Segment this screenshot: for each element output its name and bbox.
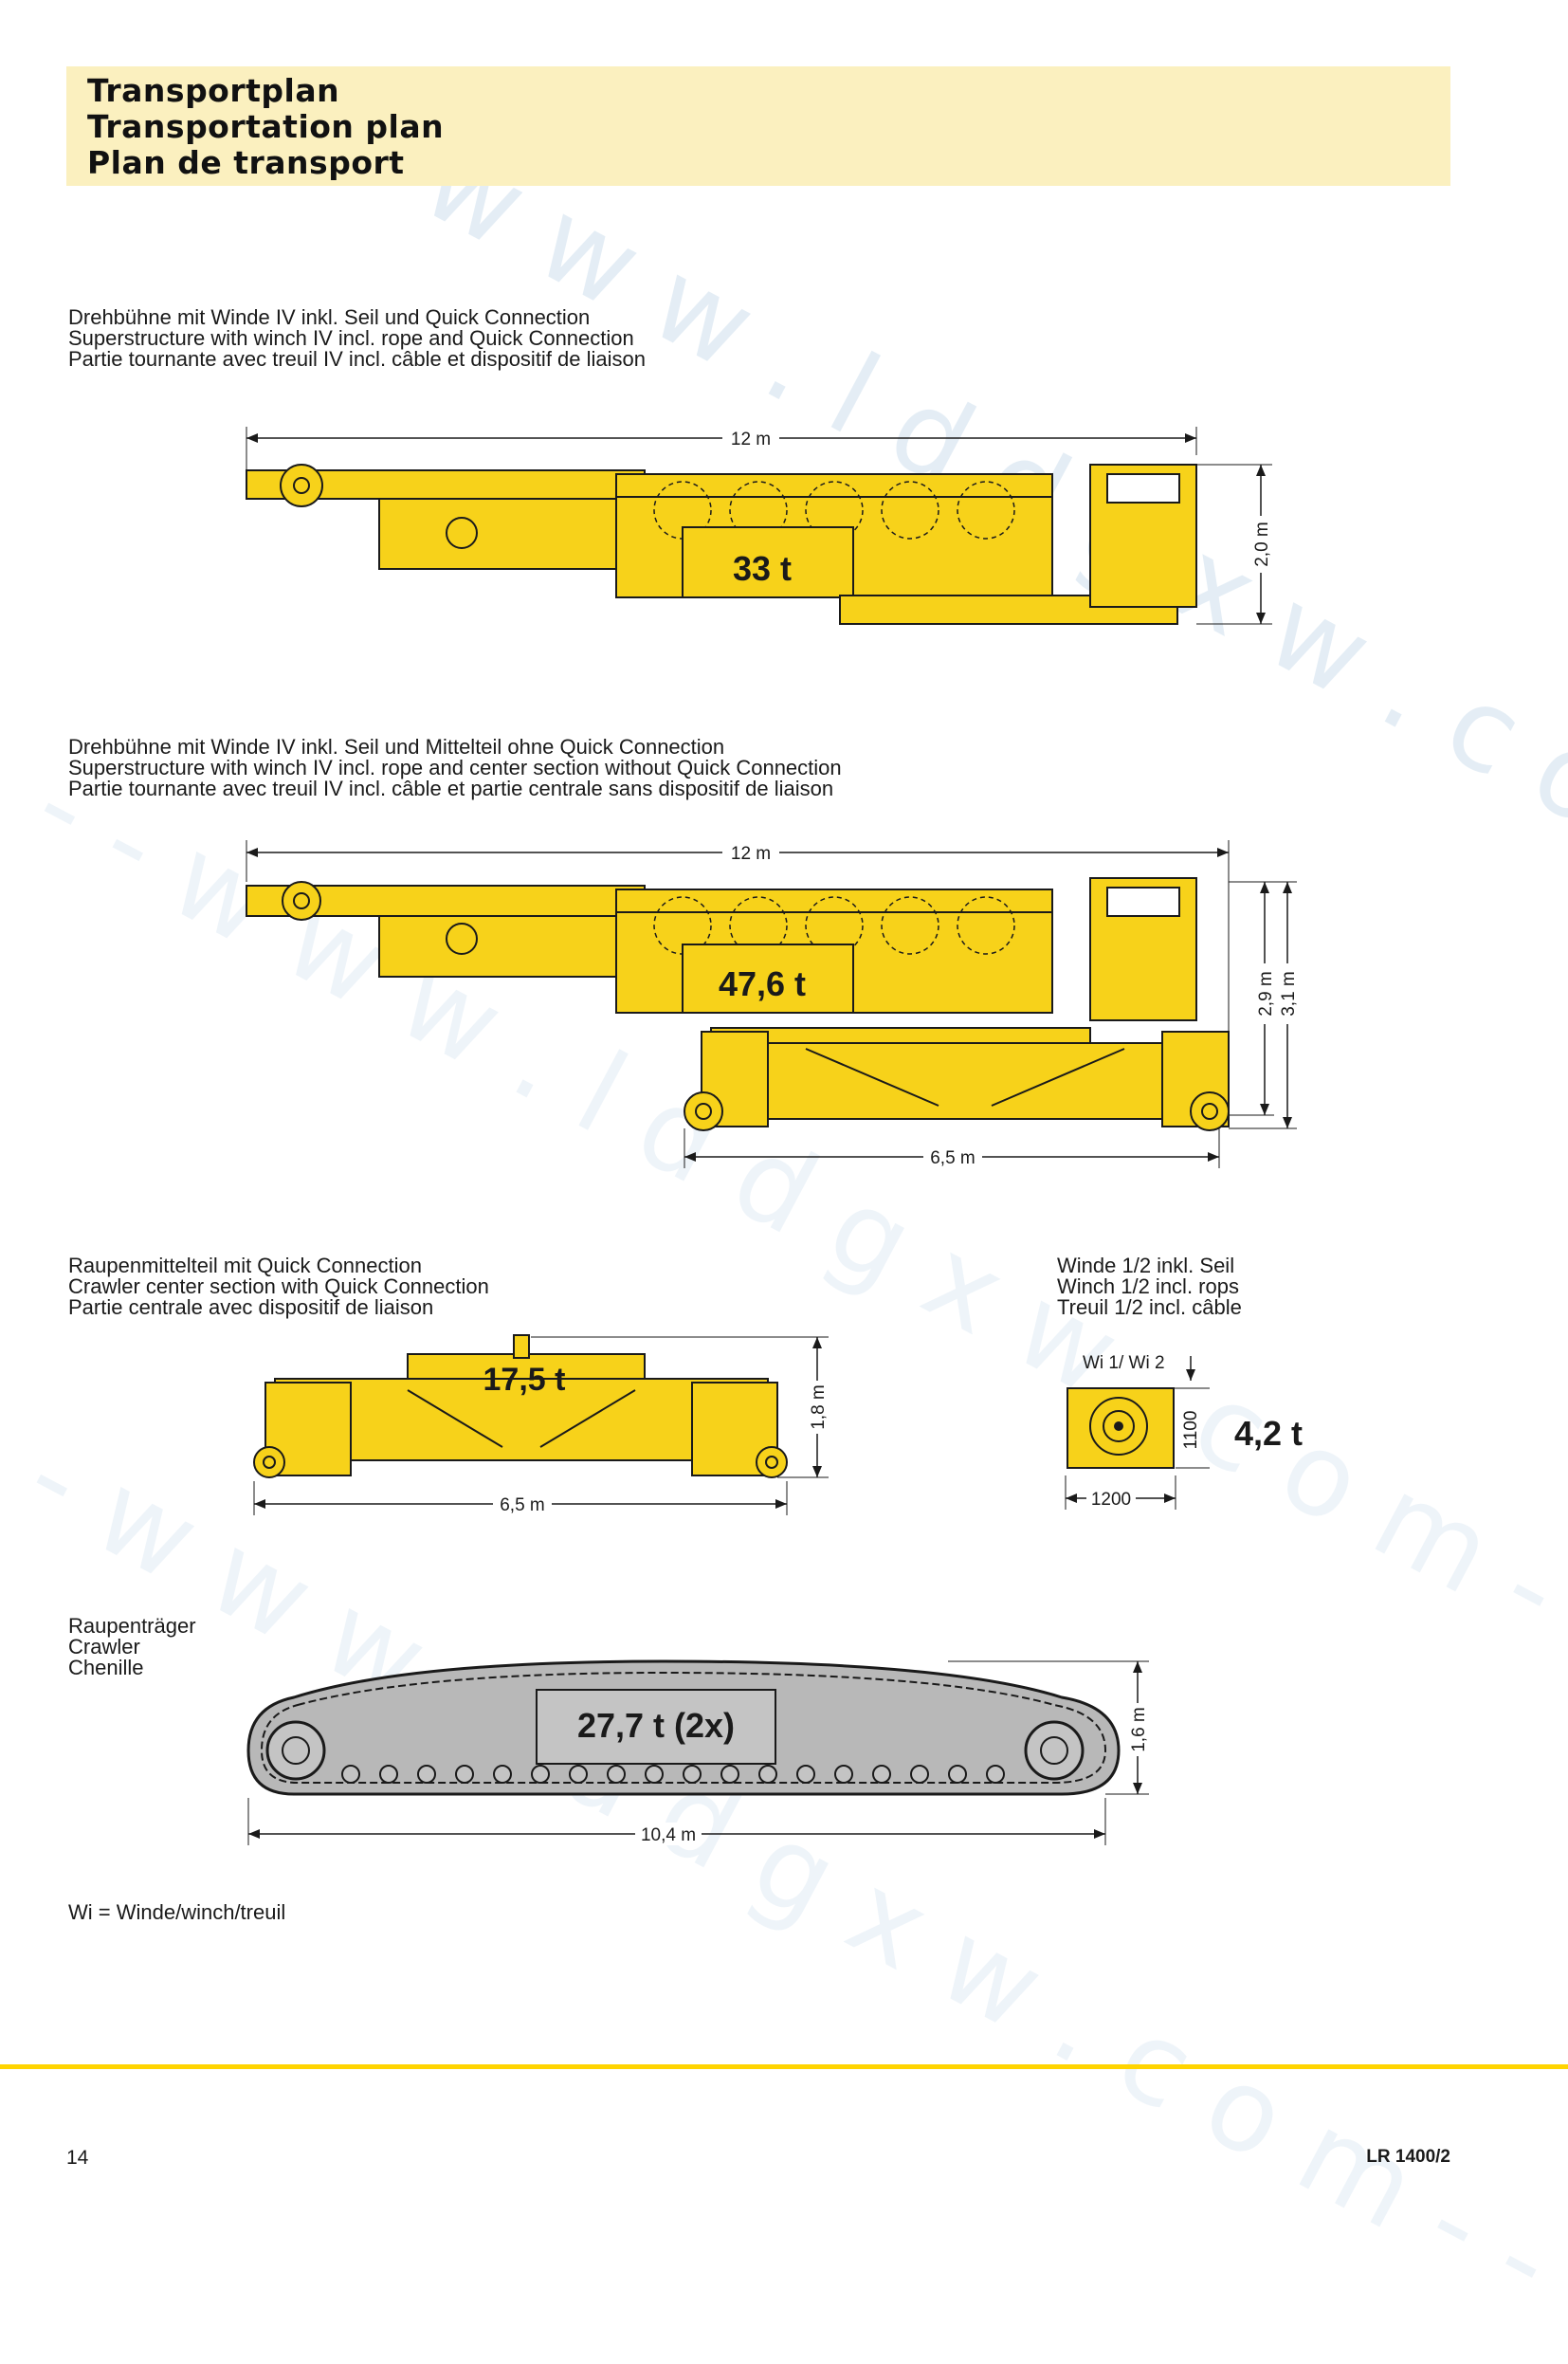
- caption-crawler: Raupenträger Crawler Chenille: [68, 1614, 196, 1679]
- caption-winch: Winde 1/2 inkl. Seil Winch 1/2 incl. rop…: [1057, 1254, 1242, 1319]
- superstructure-center-drawing: 12 m 47,6 t 6,5 m 2,9 m 3,1 m: [246, 840, 1299, 1168]
- dim-height: 1,6 m: [1129, 1707, 1149, 1752]
- dim-length: 10,4 m: [641, 1825, 696, 1845]
- weight-label: 33 t: [733, 549, 792, 588]
- title-de: Transportplan: [87, 72, 340, 109]
- weight-label: 47,6 t: [719, 964, 806, 1003]
- dim-height-inner: 2,9 m: [1256, 971, 1276, 1017]
- caption-superstructure-qc: Drehbühne mit Winde IV inkl. Seil und Qu…: [68, 305, 646, 371]
- winch-weight: 4,2 t: [1234, 1414, 1303, 1453]
- caption-crawler-center: Raupenmittelteil mit Quick Connection Cr…: [68, 1254, 489, 1319]
- crawler-drawing: 27,7 t (2x) 10,4 m 1,6 m: [246, 1659, 1149, 1845]
- title-fr: Plan de transport: [87, 144, 405, 181]
- header-band: Transportplan Transportation plan Plan d…: [66, 66, 1450, 186]
- dim-winch-width: 1200: [1091, 1490, 1131, 1510]
- caption-superstructure-center: Drehbühne mit Winde IV inkl. Seil und Mi…: [68, 735, 842, 800]
- dim-winch-height: 1100: [1181, 1411, 1201, 1450]
- dim-height: 2,0 m: [1252, 522, 1272, 567]
- superstructure-qc-drawing: 12 m 33 t 2,0 m: [246, 427, 1272, 625]
- footer-rule: [0, 2064, 1568, 2069]
- winch-label: Wi 1/ Wi 2: [1083, 1353, 1165, 1373]
- dim-width: 6,5 m: [500, 1495, 545, 1515]
- crawler-center-drawing: 17,5 t 6,5 m 1,8 m Wi 1/ Wi 2 1200 1100 …: [253, 1334, 1303, 1515]
- abbreviation-note: Wi = Winde/winch/treuil: [68, 1900, 286, 1924]
- model-code: LR 1400/2: [1366, 2147, 1450, 2167]
- page-number: 14: [66, 2147, 89, 2169]
- title-en: Transportation plan: [87, 108, 445, 145]
- dim-length: 12 m: [731, 430, 771, 449]
- dim-height-outer: 3,1 m: [1279, 971, 1299, 1017]
- dim-height: 1,8 m: [809, 1384, 829, 1430]
- dim-length: 12 m: [731, 844, 771, 864]
- dim-base-width: 6,5 m: [930, 1148, 975, 1168]
- weight-label: 27,7 t (2x): [577, 1706, 735, 1745]
- weight-label: 17,5 t: [483, 1362, 566, 1398]
